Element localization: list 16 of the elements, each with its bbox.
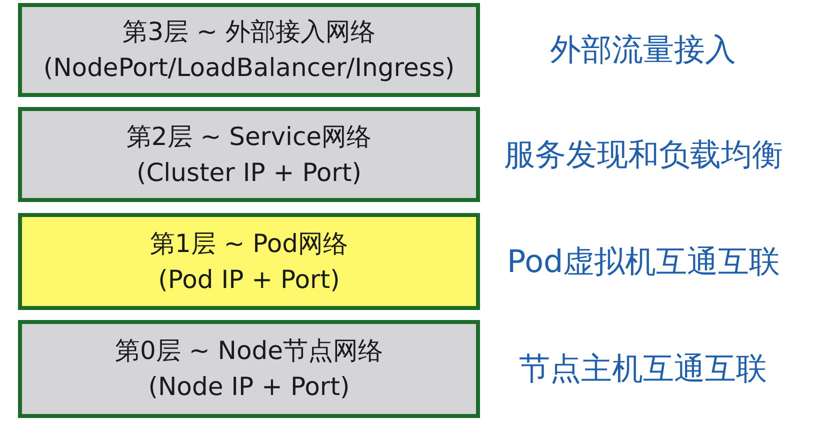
layer-detail: (Node IP + Port) bbox=[148, 371, 350, 403]
layer-title: 第0层 ~ Node节点网络 bbox=[115, 335, 383, 367]
layer-box bbox=[18, 107, 480, 202]
layer-title: 第2层 ~ Service网络 bbox=[126, 120, 372, 152]
layer-description: 外部流量接入 bbox=[550, 31, 736, 69]
layer-title: 第3层 ~ 外部接入网络 bbox=[122, 16, 376, 48]
layer-title: 第1层 ~ Pod网络 bbox=[150, 228, 348, 260]
layer-description: 节点主机互通互联 bbox=[519, 350, 767, 388]
layer-box bbox=[18, 3, 480, 97]
layer-detail: (NodePort/LoadBalancer/Ingress) bbox=[43, 52, 455, 84]
layer-detail: (Pod IP + Port) bbox=[158, 264, 340, 296]
layer-description: 服务发现和负载均衡 bbox=[504, 136, 783, 174]
layer-description: Pod虚拟机互通互联 bbox=[507, 243, 780, 281]
layer-box bbox=[18, 213, 480, 310]
layer-detail: (Cluster IP + Port) bbox=[136, 156, 362, 188]
layer-box bbox=[18, 320, 480, 418]
